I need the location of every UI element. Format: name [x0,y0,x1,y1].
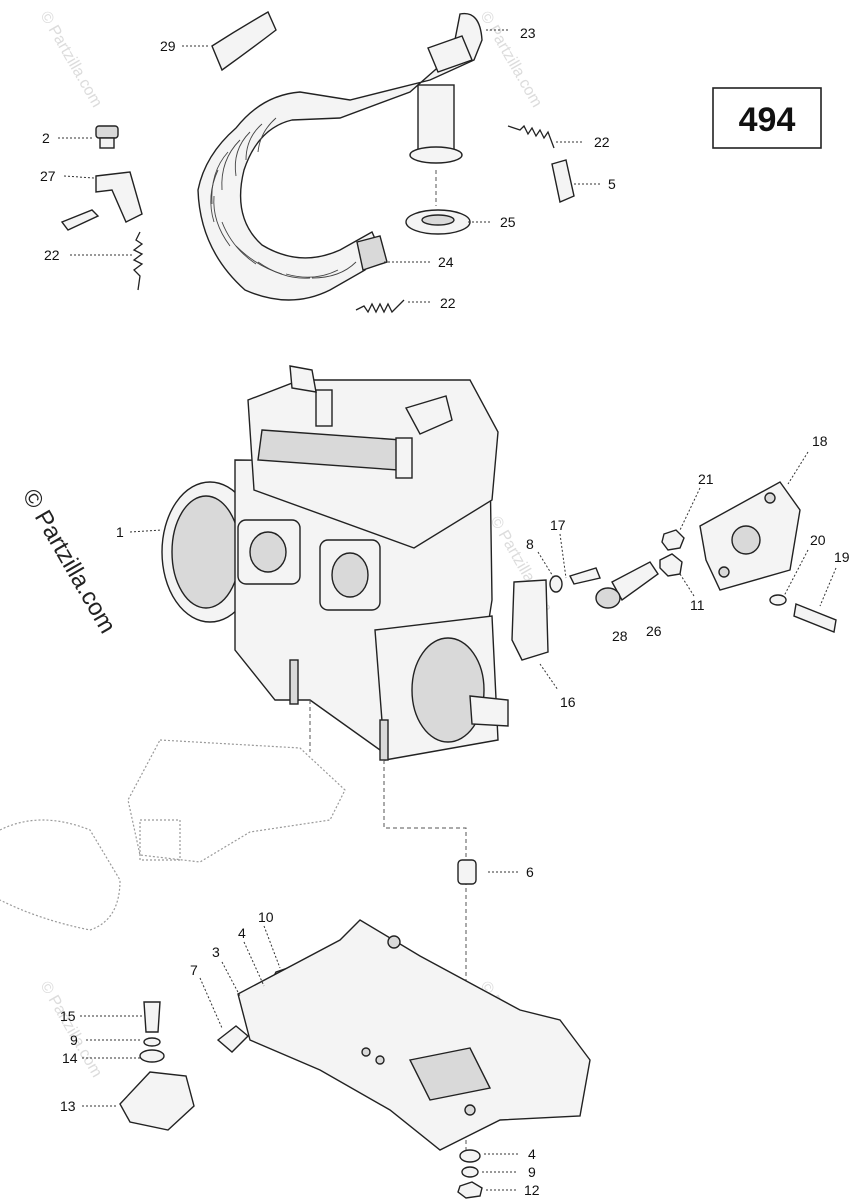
right-hardware [511,481,837,661]
tailpipe-part-23 [409,84,463,164]
spring-left [132,231,144,291]
callout-4-lower: 4 [528,1146,536,1162]
callout-22-right: 22 [594,134,610,150]
callout-12: 12 [524,1182,540,1198]
watermark-faint-1: © Partzilla.com [37,9,106,111]
callout-13: 13 [60,1098,76,1114]
mount-hardware-upper-left [60,125,143,231]
callout-labels: 29 23 2 27 22 22 22 5 25 24 18 21 1 17 8… [40,25,850,1198]
callout-28: 28 [612,628,628,644]
callout-6: 6 [526,864,534,880]
callout-27: 27 [40,168,56,184]
spring-lower [355,299,405,314]
spring-upper-right [507,124,555,149]
bracket-part-5 [551,159,575,203]
callout-22-lower: 22 [440,295,456,311]
grommet-part-25 [405,209,471,235]
ghost-exhaust-manifold [0,739,346,931]
callout-25: 25 [500,214,516,230]
callout-21: 21 [698,471,714,487]
callout-7: 7 [190,962,198,978]
callout-18: 18 [812,433,828,449]
engine-cradle-frame [237,919,591,1151]
callout-1: 1 [116,524,124,540]
callout-8: 8 [526,536,534,552]
callout-14: 14 [62,1050,78,1066]
callout-9-lower: 9 [528,1164,536,1180]
callout-10: 10 [258,909,274,925]
callout-19: 19 [834,549,850,565]
callout-17: 17 [550,517,566,533]
watermark-faint-2: © Partzilla.com [477,9,546,111]
callout-16: 16 [560,694,576,710]
callout-3: 3 [212,944,220,960]
callout-11: 11 [690,597,705,613]
page-number-badge: 494 [712,87,822,149]
springs [132,124,555,314]
leader-lines [58,29,837,1191]
callout-20: 20 [810,532,826,548]
sleeve-part-29 [211,11,277,72]
page-number: 494 [739,101,796,139]
engine-block [161,365,509,761]
callout-29: 29 [160,38,176,54]
callout-22-left: 22 [44,247,60,263]
callout-15: 15 [60,1008,76,1024]
watermark-main: © Partzilla.com [17,485,121,639]
callout-26: 26 [646,623,662,639]
callout-5: 5 [608,176,616,192]
callout-2: 2 [42,130,50,146]
callout-23: 23 [520,25,536,41]
callout-24: 24 [438,254,454,270]
callout-9-left: 9 [70,1032,78,1048]
exhaust-pipe [197,12,483,301]
callout-4-upper: 4 [238,925,246,941]
